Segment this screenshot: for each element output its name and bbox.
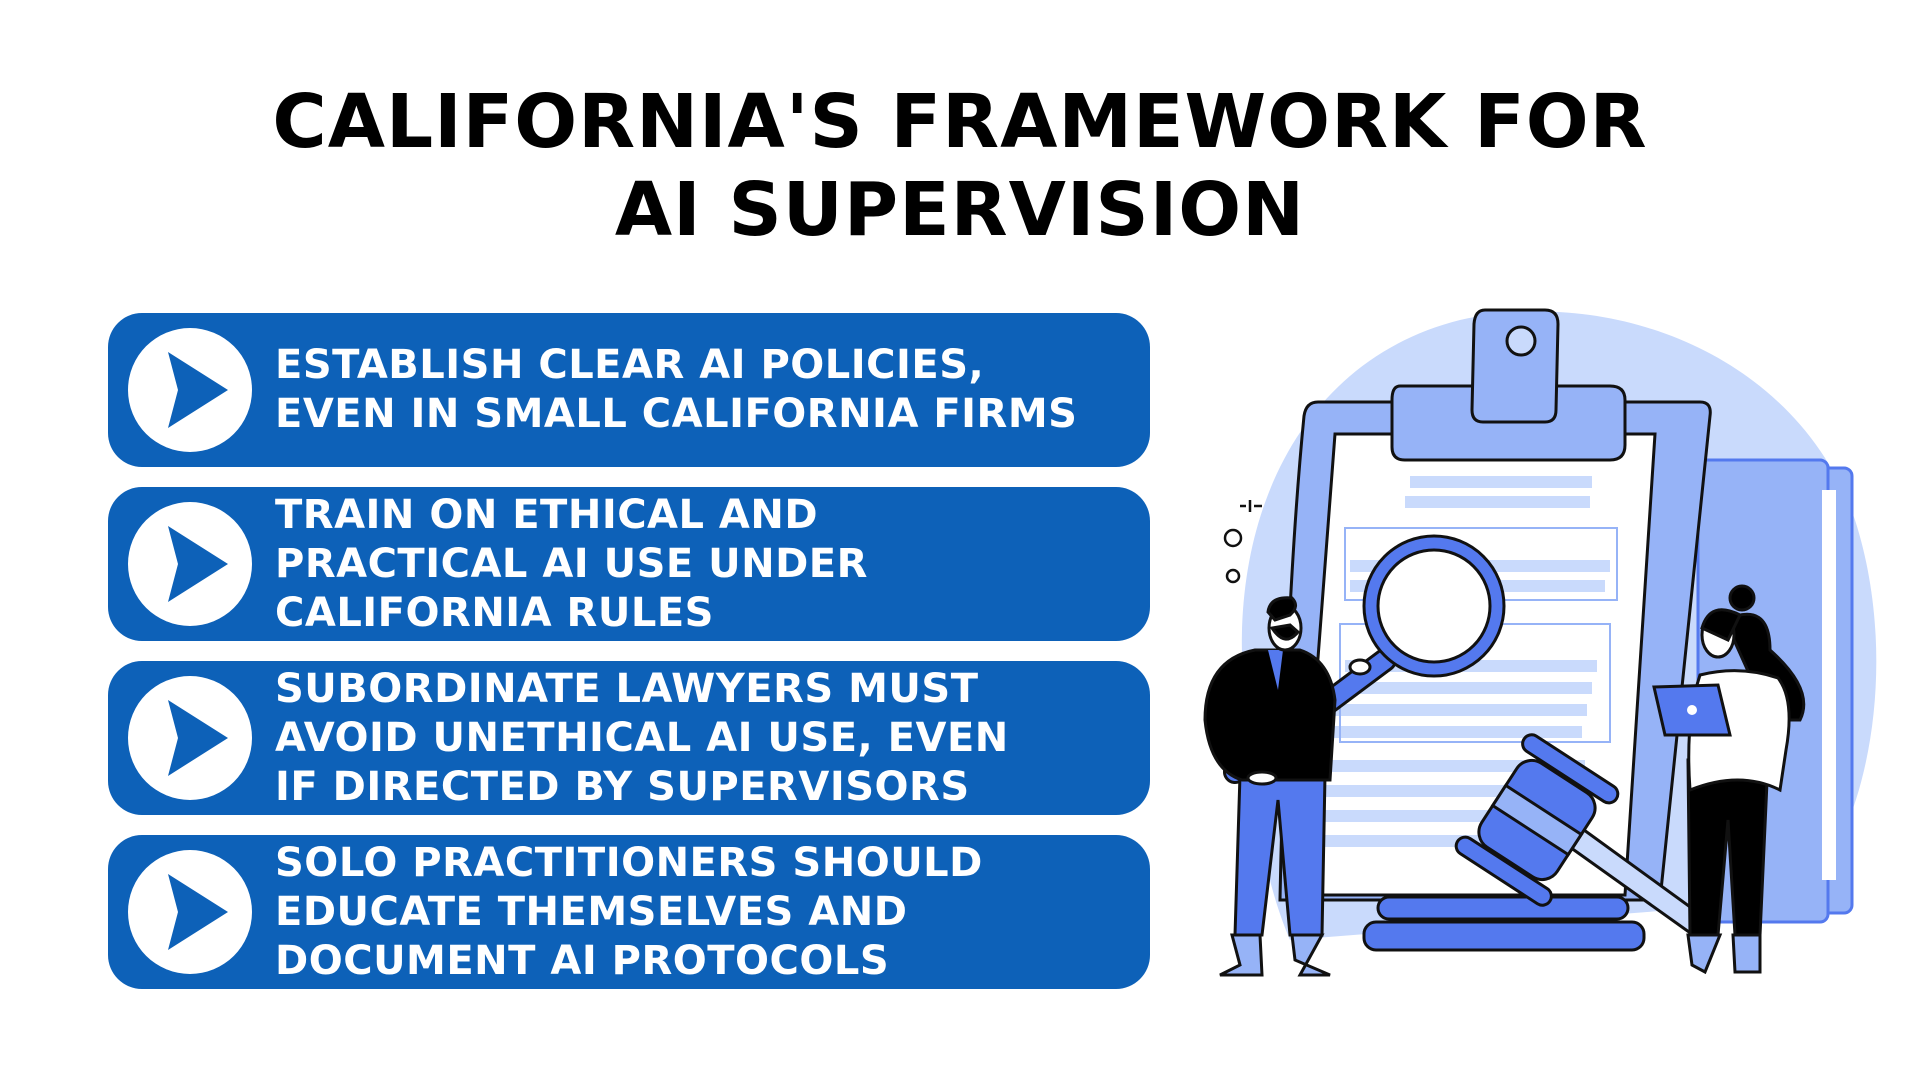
clipboard-icon (1278, 308, 1712, 902)
title-line-2: AI SUPERVISION (614, 167, 1306, 253)
card-line: ESTABLISH CLEAR AI POLICIES, (275, 342, 985, 388)
card-line: DOCUMENT AI PROTOCOLS (275, 937, 890, 984)
card-line: SOLO PRACTITIONERS SHOULD (275, 839, 983, 886)
card-text: TRAIN ON ETHICAL AND PRACTICAL AI USE UN… (275, 487, 1136, 641)
title-line-1: CALIFORNIA'S FRAMEWORK FOR (272, 79, 1648, 165)
card-line: EDUCATE THEMSELVES AND (275, 888, 908, 935)
play-arrow-icon (128, 502, 252, 626)
framework-card-1: ESTABLISH CLEAR AI POLICIES, EVEN IN SMA… (108, 313, 1150, 467)
card-text: SUBORDINATE LAWYERS MUST AVOID UNETHICAL… (275, 661, 1136, 815)
card-line: SUBORDINATE LAWYERS MUST (275, 665, 979, 712)
sparkle-icon (1223, 500, 1262, 584)
card-line: IF DIRECTED BY SUPERVISORS (275, 763, 970, 810)
card-text: SOLO PRACTITIONERS SHOULD EDUCATE THEMSE… (275, 835, 1136, 989)
gavel-base (1362, 895, 1646, 952)
man-figure (1203, 596, 1372, 977)
play-arrow-icon (128, 328, 252, 452)
magnifying-glass-icon (1223, 534, 1506, 784)
card-line: PRACTICAL AI USE UNDER (275, 540, 868, 587)
framework-card-3: SUBORDINATE LAWYERS MUST AVOID UNETHICAL… (108, 661, 1150, 815)
card-text: ESTABLISH CLEAR AI POLICIES, EVEN IN SMA… (275, 313, 1136, 467)
woman-figure (1652, 584, 1806, 975)
card-line: AVOID UNETHICAL AI USE, EVEN (275, 714, 1009, 761)
card-line: CALIFORNIA RULES (275, 589, 714, 636)
framework-card-4: SOLO PRACTITIONERS SHOULD EDUCATE THEMSE… (108, 835, 1150, 989)
play-arrow-icon (128, 850, 252, 974)
card-line: EVEN IN SMALL CALIFORNIA FIRMS (275, 391, 1078, 437)
framework-card-2: TRAIN ON ETHICAL AND PRACTICAL AI USE UN… (108, 487, 1150, 641)
gavel-icon (1454, 733, 1718, 945)
card-line: TRAIN ON ETHICAL AND (275, 491, 819, 538)
page-title: CALIFORNIA'S FRAMEWORK FOR AI SUPERVISIO… (0, 78, 1920, 254)
play-arrow-icon (128, 676, 252, 800)
